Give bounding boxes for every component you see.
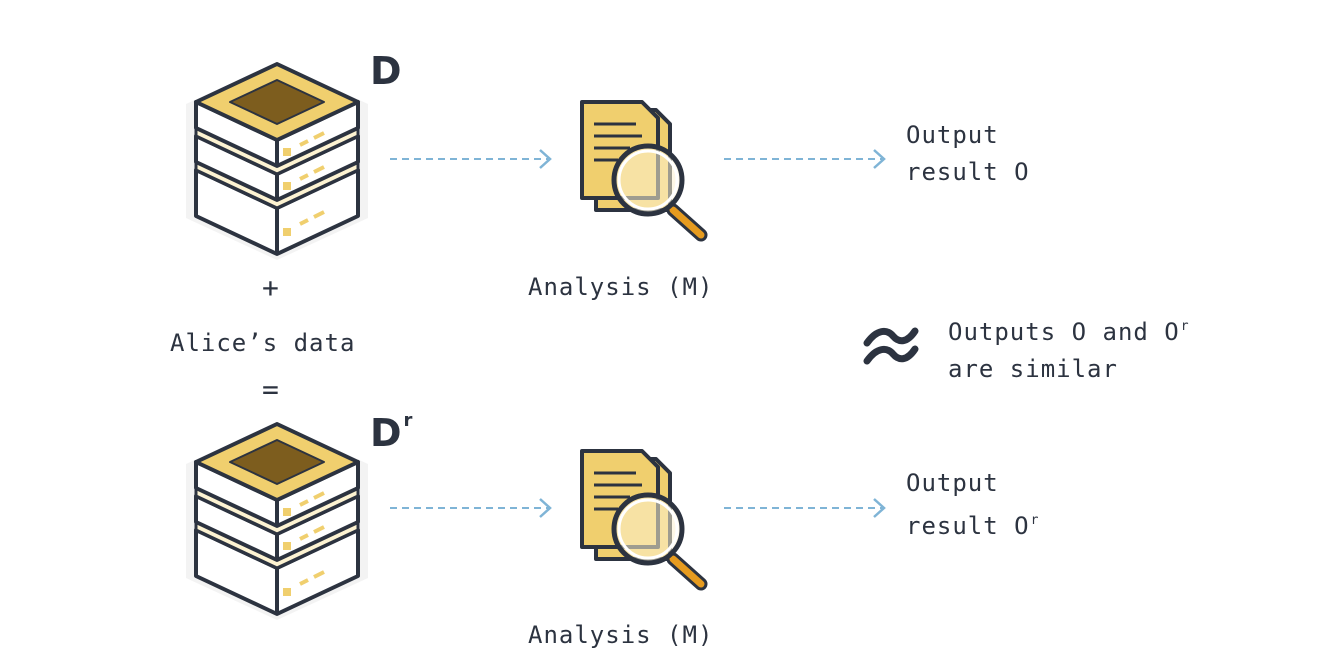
alice-data-label: Alice’s data [170, 329, 356, 357]
approx-equal-icon [863, 327, 919, 365]
output-line2: result O [906, 158, 1030, 186]
document-search-icon-bottom [580, 449, 708, 591]
dataset-label-top: D [370, 49, 402, 93]
output-line1: Output [906, 121, 999, 149]
output-line2: result Or [906, 512, 1040, 540]
similarity-line1: Outputs O and Or [948, 318, 1190, 346]
equals-sign: = [262, 373, 279, 406]
dashed-arrow-icon [724, 498, 886, 518]
dashed-arrow-icon [390, 149, 552, 169]
similarity-line2: are similar [948, 355, 1118, 383]
database-icon-top [186, 62, 368, 260]
output-label-top: Output result O [906, 117, 1030, 191]
analysis-label-top: Analysis (M) [528, 273, 714, 301]
analysis-label-bottom: Analysis (M) [528, 621, 714, 649]
dashed-arrow-icon [390, 498, 552, 518]
database-icon-bottom [186, 422, 368, 620]
output-label-bottom: Output result Or [906, 465, 1039, 545]
similarity-text: Outputs O and Or are similar [948, 308, 1190, 388]
document-search-icon-top [580, 100, 708, 242]
plus-sign: + [262, 271, 279, 304]
dashed-arrow-icon [724, 149, 886, 169]
output-line1: Output [906, 469, 999, 497]
